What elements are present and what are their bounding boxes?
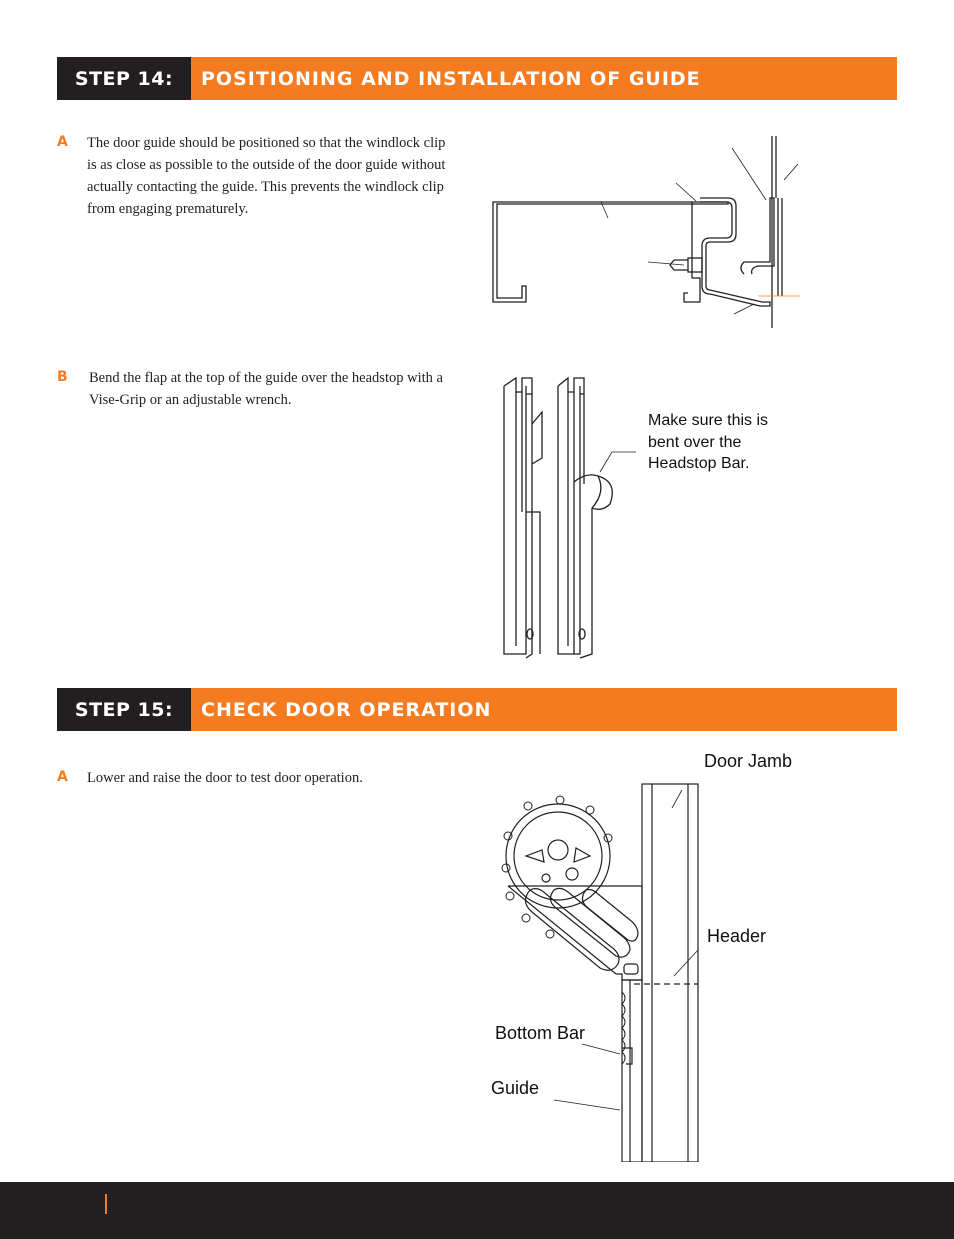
step-15-a: A Lower and raise the door to test door … (57, 767, 452, 789)
step-14-header: STEP 14: POSITIONING AND INSTALLATION OF… (57, 57, 897, 100)
footer-accent-rule (105, 1194, 107, 1214)
guide-label: Guide (491, 1078, 540, 1098)
step-14-a-text: The door guide should be positioned so t… (87, 135, 446, 217)
step-14-a: A The door guide should be positioned so… (57, 132, 452, 220)
step-14-b-letter: B (57, 369, 68, 385)
headstop-callout: Make sure this is bent over the Headstop… (648, 412, 769, 472)
door-jamb-label: Door Jamb (704, 751, 793, 771)
door-operation-figure (490, 778, 710, 1162)
step-14-label: STEP 14: (57, 57, 191, 100)
guide-cross-section-figure (488, 128, 808, 328)
page-footer (0, 1182, 954, 1239)
step-14-title: POSITIONING AND INSTALLATION OF GUIDE (201, 67, 701, 90)
step-15-title: CHECK DOOR OPERATION (201, 698, 492, 721)
guide-flap-figure (496, 372, 636, 662)
step-15-a-text: Lower and raise the door to test door op… (87, 770, 363, 786)
step-14-a-letter: A (57, 134, 68, 150)
step-14-b: B Bend the flap at the top of the guide … (57, 367, 452, 411)
header-label: Header (707, 926, 767, 946)
step-14-b-text: Bend the flap at the top of the guide ov… (89, 370, 443, 408)
step-15-a-letter: A (57, 769, 68, 785)
bottom-bar-label: Bottom Bar (495, 1023, 586, 1043)
step-15-label: STEP 15: (57, 688, 191, 731)
step-15-header: STEP 15: CHECK DOOR OPERATION (57, 688, 897, 731)
